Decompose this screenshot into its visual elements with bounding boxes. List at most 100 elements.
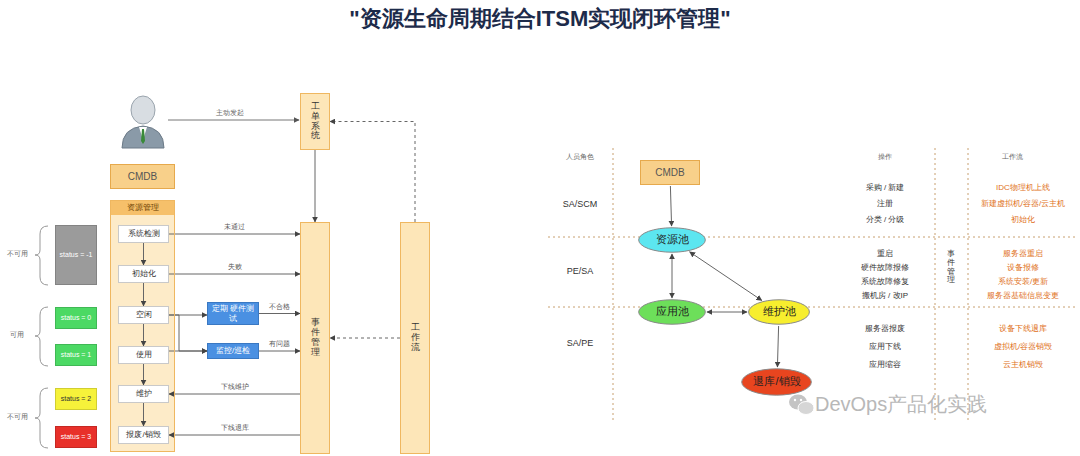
annotation-box: 硬件故障报修 (835, 263, 935, 273)
ellipse-shape (749, 300, 810, 324)
annotation: 主动发起 (216, 109, 244, 117)
annotation: 服务器基础信息变更 (987, 291, 1059, 301)
annotation: 操作 (878, 153, 892, 161)
node-label: 定期 硬件测试 (210, 304, 256, 323)
node-label: 工作流 (411, 323, 420, 353)
process-box: status = 0 (55, 307, 97, 329)
connector (259, 351, 300, 352)
process-box: 空闲 (118, 306, 169, 324)
annotation: 可用 (10, 331, 24, 339)
title: "资源生命周期结合ITSM实现闭环管理" (349, 6, 730, 32)
annotation-box: 应用下线 (835, 342, 935, 352)
annotation-box: 人员角色 (550, 153, 610, 161)
node-label: status = 3 (61, 433, 92, 441)
annotation-box: SA/SCM (550, 199, 610, 210)
connector (143, 364, 144, 385)
annotation: 初始化 (1011, 215, 1035, 225)
pool-ellipse: 维护池 (748, 299, 810, 325)
connector (330, 122, 415, 223)
annotation-box: 主动发起 (200, 109, 260, 117)
annotation: 人员角色 (566, 153, 594, 161)
edge-label: 不合格 (268, 303, 291, 311)
annotation-box: 注册 (835, 199, 935, 209)
edge-label-box: 有问题 (268, 332, 291, 350)
annotation-box: 服务器报废 (835, 324, 935, 334)
edge-label: 失败 (227, 263, 243, 271)
table-grid (548, 148, 1078, 420)
node-label: 资源池 (656, 233, 689, 246)
connector (259, 313, 300, 314)
annotation: 设备下线退库 (999, 324, 1047, 334)
node-label: 使用 (136, 350, 152, 360)
annotation-box: 设备报修 (970, 263, 1076, 273)
connector (777, 326, 778, 367)
annotation-box: 搬机房 / 改IP (835, 291, 935, 301)
connector (169, 234, 300, 235)
process-box: 工单系统 (300, 93, 330, 150)
edge-label: 未通过 (223, 223, 246, 231)
edge-label: 下线维护 (220, 383, 250, 391)
connector (143, 243, 144, 265)
annotation-box: 应用缩容 (835, 360, 935, 370)
annotation-box: 新建虚拟机/容器/云主机 (970, 199, 1076, 209)
process-box: 系统检测 (118, 225, 169, 243)
annotation-box: SA/PE (550, 338, 610, 349)
connector (169, 394, 300, 395)
edge-label-box: 下线维护 (220, 375, 250, 393)
annotation: 设备报修 (1007, 263, 1039, 273)
annotation-box: 服务器基础信息变更 (970, 291, 1076, 301)
annotation: 云主机销毁 (1003, 360, 1043, 370)
pool-ellipse: 应用池 (638, 299, 706, 325)
watermark: DevOps产品化实践 (815, 392, 987, 416)
connector (169, 435, 300, 436)
node-label: 维护池 (763, 305, 796, 318)
annotation-box: 事件管理 (945, 250, 957, 285)
panel-fill (110, 200, 175, 452)
process-box: CMDB (640, 160, 700, 185)
annotation: 系统故障修复 (861, 277, 909, 287)
connector (690, 252, 762, 301)
edge-label-box: 不合格 (268, 295, 291, 313)
node-label: CMDB (128, 171, 157, 183)
annotation: 注册 (877, 199, 893, 209)
annotation: SA/SCM (563, 199, 598, 210)
node-label: 报废/销毁 (126, 430, 160, 440)
annotation: SA/PE (567, 338, 594, 349)
annotation-box: IDC物理机上线 (970, 183, 1076, 193)
annotation: 工作流 (1002, 153, 1023, 161)
process-box: 定期 硬件测试 (207, 302, 259, 325)
annotation-box: 初始化 (970, 215, 1076, 225)
annotation-box: 云主机销毁 (970, 360, 1076, 370)
annotation: PE/SA (567, 266, 594, 277)
ellipse-shape (742, 369, 812, 395)
annotation: 新建虚拟机/容器/云主机 (981, 199, 1065, 209)
node-label: 初始化 (132, 269, 156, 279)
annotation: 服务器报废 (865, 324, 905, 334)
annotation-box: 重启 (835, 249, 935, 259)
connector (143, 283, 144, 306)
annotation: 应用下线 (869, 342, 901, 352)
annotation: 系统安装/更新 (998, 277, 1048, 287)
node-label: status = 2 (61, 395, 92, 403)
node-label: 监控/巡检 (216, 346, 250, 356)
annotation: IDC物理机上线 (996, 183, 1050, 193)
ellipse-shape (639, 300, 706, 324)
process-box: status = -1 (55, 225, 97, 285)
initiate-arrow (168, 120, 299, 121)
annotation-box: 系统安装/更新 (970, 277, 1076, 287)
connector (315, 150, 316, 222)
connector (330, 338, 400, 339)
ellipse-shape (639, 228, 706, 252)
process-box: status = 2 (55, 388, 97, 410)
annotation: 搬机房 / 改IP (862, 291, 908, 301)
node-label: 维护 (136, 389, 152, 399)
node-label: status = -1 (60, 251, 93, 259)
process-box: 工作流 (400, 222, 430, 454)
annotation: 分类 / 分级 (866, 215, 905, 225)
annotation: 重启 (877, 249, 893, 259)
annotation-box: 可用 (2, 331, 32, 339)
process-box: CMDB (110, 164, 175, 189)
annotation: 采购 / 新建 (866, 183, 905, 193)
